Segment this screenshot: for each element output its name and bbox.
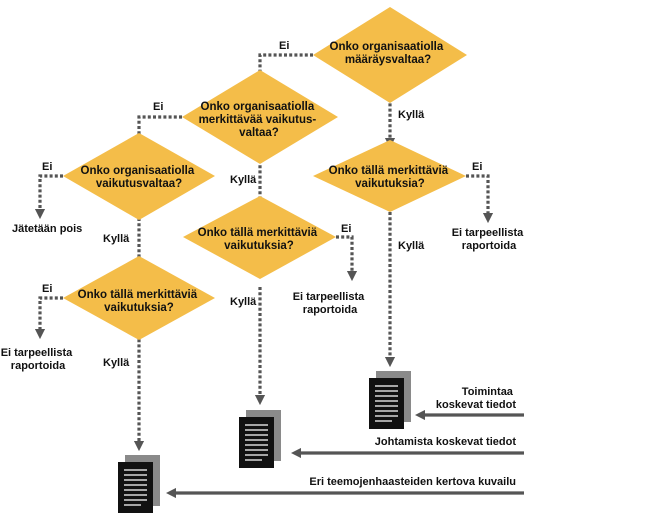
decision-d1 [313,7,467,103]
document-icon [369,371,411,429]
decisions [63,7,467,340]
document-icon [118,455,160,513]
input-label-teemoje: Eri teemojenhaasteiden kertova kuvailu [309,476,516,488]
decision-d4-text: Onko tällä merkittäviä vaikutuksia? [329,165,452,190]
decision-d2-text: Onko organisaatiolla merkittävää vaikutu… [199,101,320,139]
label-no-d3: Ei [42,161,52,173]
connector-d4-no [466,174,494,224]
label-yes-d1: Kyllä [398,109,425,121]
label-yes-d6: Kyllä [103,357,130,369]
decision-d1-text: Onko organisaatiolla määräysvaltaa? [330,41,447,66]
connector-d3-no [34,174,63,220]
outcome-no-report-right: Ei tarpeellista raportoida [452,227,527,252]
input-label-toimintaa: Toimintaa koskevat tiedot [436,386,516,411]
outcome-jatetaan-pois: Jätetään pois [12,223,82,235]
outcome-no-report-left: Ei tarpeellista raportoida [1,347,76,372]
decision-d5 [183,196,336,279]
connector-d1-no [254,53,313,98]
label-yes-d5: Kyllä [230,296,257,308]
connector-d5-no [336,235,358,282]
connector-d6-no [34,296,63,340]
outcome-no-report-mid: Ei tarpeellista raportoida [293,291,368,316]
label-no-d4: Ei [472,161,482,173]
label-yes-d4: Kyllä [398,240,425,252]
decision-d3-text: Onko organisaatiolla vaikutusvaltaa? [81,165,198,190]
decision-d4 [313,140,466,212]
label-yes-d3: Kyllä [103,233,130,245]
decision-d5-text: Onko tällä merkittäviä vaikutuksia? [198,227,321,252]
label-no-d1: Ei [279,40,289,52]
label-no-d2: Ei [153,101,163,113]
decision-d3 [63,133,215,220]
input-label-johtamista: Johtamista koskevat tiedot [375,436,517,448]
decision-d6-text: Onko tällä merkittäviä vaikutuksia? [78,289,201,314]
decision-d6 [63,256,215,340]
decision-d2 [182,70,338,164]
label-no-d5: Ei [341,223,351,235]
label-no-d6: Ei [42,283,52,295]
document-icon [239,410,281,468]
label-yes-d2: Kyllä [230,174,257,186]
input-arrows [165,409,524,499]
